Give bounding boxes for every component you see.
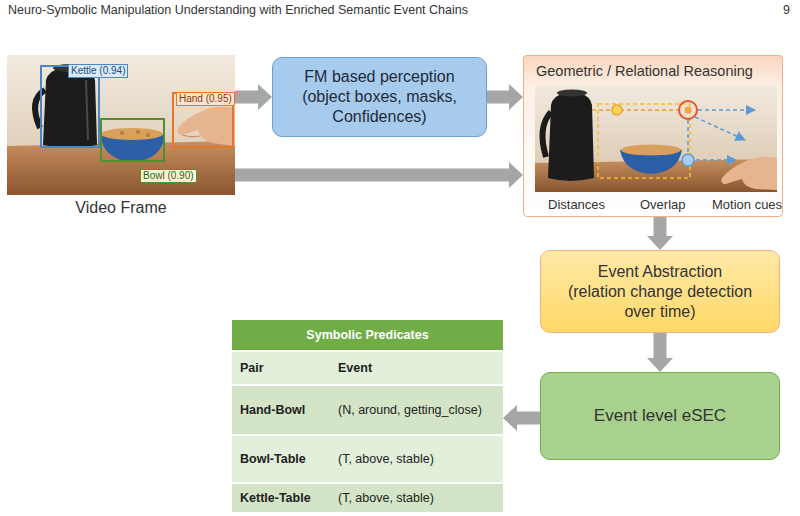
bowl-cereal [621,145,681,156]
table-cell: Event [330,352,503,384]
table-cell: Pair [232,352,330,384]
hand-shape [722,157,778,190]
panel-label: Geometric / Relational Reasoning [536,63,753,79]
photo-wall [535,85,777,192]
kettle-highlight [86,80,88,140]
panel-label: Distances [548,197,605,212]
flow-arrow [487,84,523,110]
table-cell: (T, above, stable) [330,484,503,512]
flow-arrow [647,217,673,250]
cereal-piece [146,133,150,137]
flow-arrow [647,333,673,372]
box-label: (object boxes, masks, Confidences) [292,87,467,127]
box-label: FM based perception [304,67,454,87]
predicate-table: Symbolic PredicatesPairEventHand-Bowl(N,… [232,320,503,512]
hand-shape [178,107,236,146]
keypoint-dot [612,105,622,115]
overlap-box [598,104,690,178]
panel-fill [523,55,783,217]
frame-caption: Video Frame [7,199,235,217]
process-box: Event level eSEC [540,372,780,460]
table-header: Symbolic Predicates [232,320,503,350]
reasoning-panel: Geometric / Relational ReasoningDistance… [523,55,783,217]
flow-arrow [235,162,523,188]
table-cell: Hand-Bowl [232,386,330,434]
keypoint-dot [685,107,692,114]
box-label: (relation change detection over time) [558,282,763,322]
kettle-body [43,68,97,148]
page-number: 9 [783,3,790,17]
detection-box: Bowl (0.90) [100,118,165,162]
detection-tag: Kettle (0.94) [68,64,128,78]
motion-arrow [695,117,745,140]
table-cell: Kettle-Table [232,484,330,512]
keypoint-dot [682,154,694,166]
panel-label: Overlap [640,197,686,212]
box-label: Event Abstraction [598,262,723,282]
hand-crease [182,135,200,137]
detection-box: Kettle (0.94) [40,65,100,148]
cereal-piece [120,131,124,135]
table-cell: (N, around, getting_close) [330,386,503,434]
table-cell: Bowl-Table [232,436,330,482]
detection-box: Hand (0.95) [172,92,234,148]
photo-wall [7,55,235,195]
reasoning-photo [535,85,777,192]
process-box: Event Abstraction(relation change detect… [540,250,780,333]
box-label: Event level eSEC [594,406,726,426]
bowl-cereal [101,128,163,140]
panel-label: Motion cues [712,197,782,212]
process-box: FM based perception(object boxes, masks,… [272,57,487,137]
cereal-piece [136,130,140,134]
focus-ring [679,101,697,119]
video-frame: Video Frame Kettle (0.94) Hand (0.95) Bowl … [7,55,235,221]
flow-arrow [503,405,540,431]
detection-tag: Bowl (0.90) [140,169,197,183]
motion-arrow [698,109,755,111]
detection-tag: Hand (0.95) [176,92,235,106]
kettle-body [548,93,594,181]
motion-arrow [696,159,736,161]
kettle-lid [557,90,587,97]
video-photo [7,55,235,195]
running-header: Neuro-Symbolic Manipulation Understandin… [8,3,468,17]
flow-arrow [235,84,272,110]
distance-line [592,109,679,111]
motion-line [687,120,689,152]
table-cell: (T, above, stable) [330,436,503,482]
